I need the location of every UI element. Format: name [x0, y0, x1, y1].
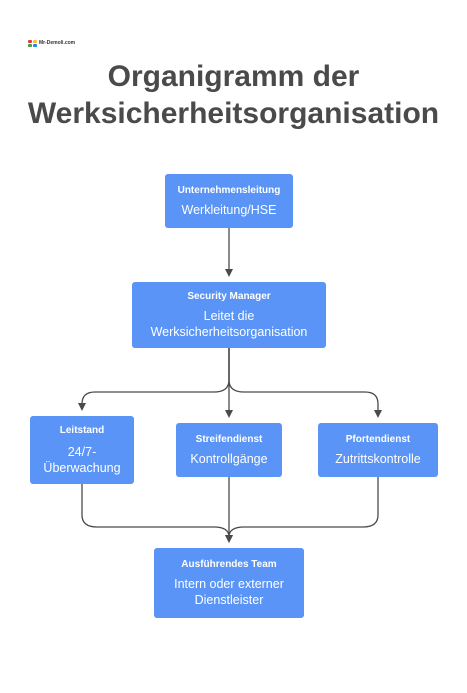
connector-security-to-control-room [78, 348, 230, 411]
node-management-role: Unternehmensleitung [177, 185, 281, 196]
node-security-manager-description-line-2: Werksicherheitsorganisation [150, 325, 308, 339]
node-management: Unternehmensleitung Werkleitung/HSE [165, 174, 293, 228]
node-team: Ausführendes Team Intern oder externer D… [154, 548, 304, 618]
node-security-manager-description-line-1: Leitet die [203, 309, 255, 323]
node-gate-description: Zutrittskontrolle [335, 452, 421, 466]
node-gate: Pfortendienst Zutrittskontrolle [318, 423, 438, 477]
logo: Mr-Demoli.com [28, 40, 75, 47]
node-control-room-description-line-2: Überwachung [43, 461, 121, 475]
connector-security-to-gate [228, 348, 382, 418]
logo-text: Mr-Demoli.com [39, 40, 76, 46]
node-security-manager-description: Leitet die Werksicherheitsorganisation [151, 308, 308, 340]
node-team-description-line-1: Intern oder externer [174, 577, 284, 591]
node-gate-role: Pfortendienst [345, 434, 411, 445]
node-control-room-role: Leitstand [59, 425, 105, 436]
node-patrol: Streifendienst Kontrollgänge [176, 423, 282, 477]
node-team-description-line-2: Dienstleister [194, 593, 264, 607]
node-control-room: Leitstand 24/7- Überwachung [30, 416, 134, 484]
page-title: Organigramm der Werksicherheitsorganisat… [0, 58, 467, 132]
node-control-room-description-line-1: 24/7- [67, 445, 97, 459]
node-patrol-role: Streifendienst [195, 434, 263, 445]
node-team-description: Intern oder externer Dienstleister [174, 576, 284, 608]
page-title-line-2: Werksicherheitsorganisation [27, 97, 440, 130]
logo-icon [28, 40, 37, 47]
node-control-room-description: 24/7- Überwachung [43, 444, 120, 476]
connector-gate-to-team [228, 477, 379, 541]
node-patrol-description: Kontrollgänge [190, 452, 268, 466]
connector-control-room-to-team [81, 484, 233, 543]
page-title-line-1: Organigramm der [107, 60, 360, 93]
node-security-manager: Security Manager Leitet die Werksicherhe… [132, 282, 326, 348]
node-security-manager-role: Security Manager [187, 291, 271, 302]
node-management-description: Werkleitung/HSE [181, 203, 277, 217]
node-team-role: Ausführendes Team [181, 559, 277, 570]
